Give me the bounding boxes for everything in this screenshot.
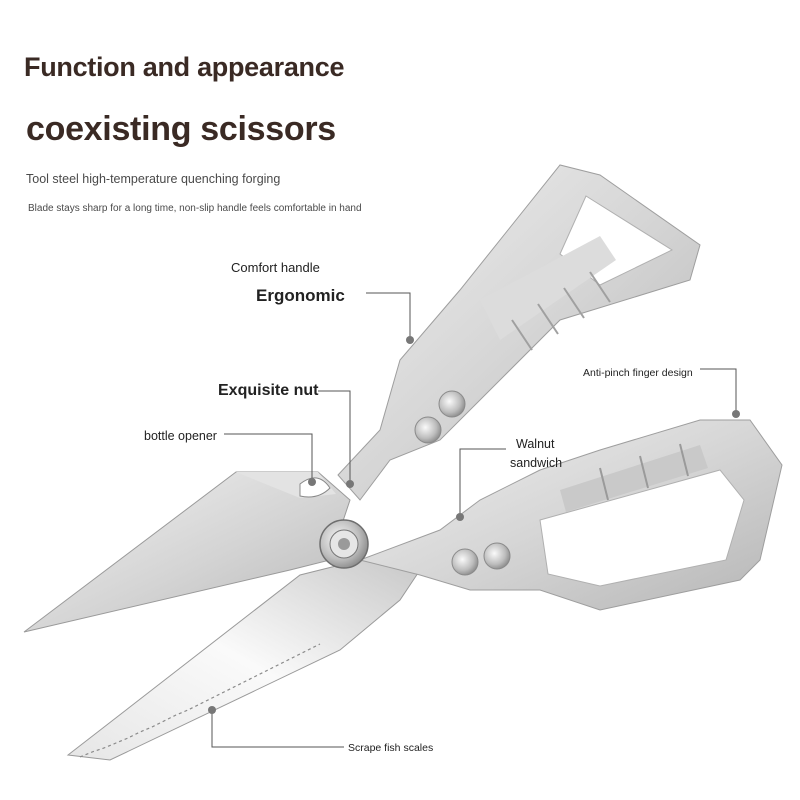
leader-ergonomic [366,292,411,338]
subtitle-line2: Blade stays sharp for a long time, non-s… [28,203,362,214]
lower-handle [358,419,783,611]
callout-leaders [211,292,737,748]
upper-handle [337,164,701,501]
rivet-icon [414,416,442,444]
rivet-icon [438,390,466,418]
rivet-icon [483,542,511,570]
callout-walnut: Walnut [516,437,555,451]
subtitle-line1: Tool steel high-temperature quenching fo… [26,172,281,186]
lower-blade [66,559,421,761]
leader-anti-pinch [700,368,737,412]
rivet-icon [451,548,479,576]
leader-bottle [224,433,313,480]
callout-ergonomic: Ergonomic [256,286,345,305]
callout-anti-pinch: Anti-pinch finger design [583,367,693,379]
callout-sandwich: sandwich [510,456,563,470]
heading-line1: Function and appearance [24,52,345,82]
callout-comfort-handle: Comfort handle [231,260,320,275]
leader-walnut [459,448,506,515]
leader-fish [211,710,344,748]
callout-exquisite-nut: Exquisite nut [218,382,319,399]
callout-scrape-fish-scales: Scrape fish scales [348,742,434,754]
leader-nut [318,390,351,482]
callout-bottle-opener: bottle opener [144,429,217,443]
heading-line2: coexisting scissors [26,110,336,148]
pivot-nut-icon [319,519,369,569]
callout-dots [208,336,740,714]
